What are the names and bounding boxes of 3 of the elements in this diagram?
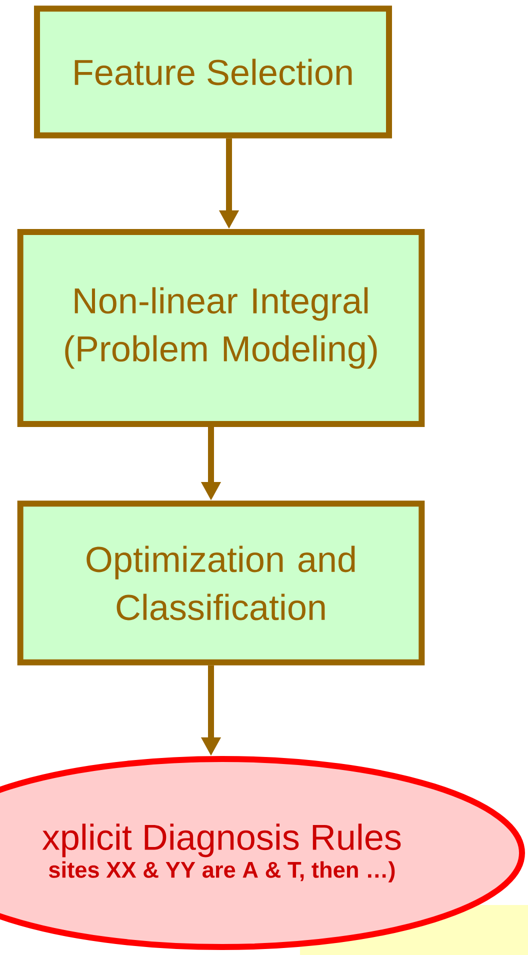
process-box: Optimization and Classification [17, 500, 425, 666]
process-box: Non-linear Integral (Problem Modeling) [17, 229, 425, 427]
process-box: Feature Selection [34, 6, 392, 138]
